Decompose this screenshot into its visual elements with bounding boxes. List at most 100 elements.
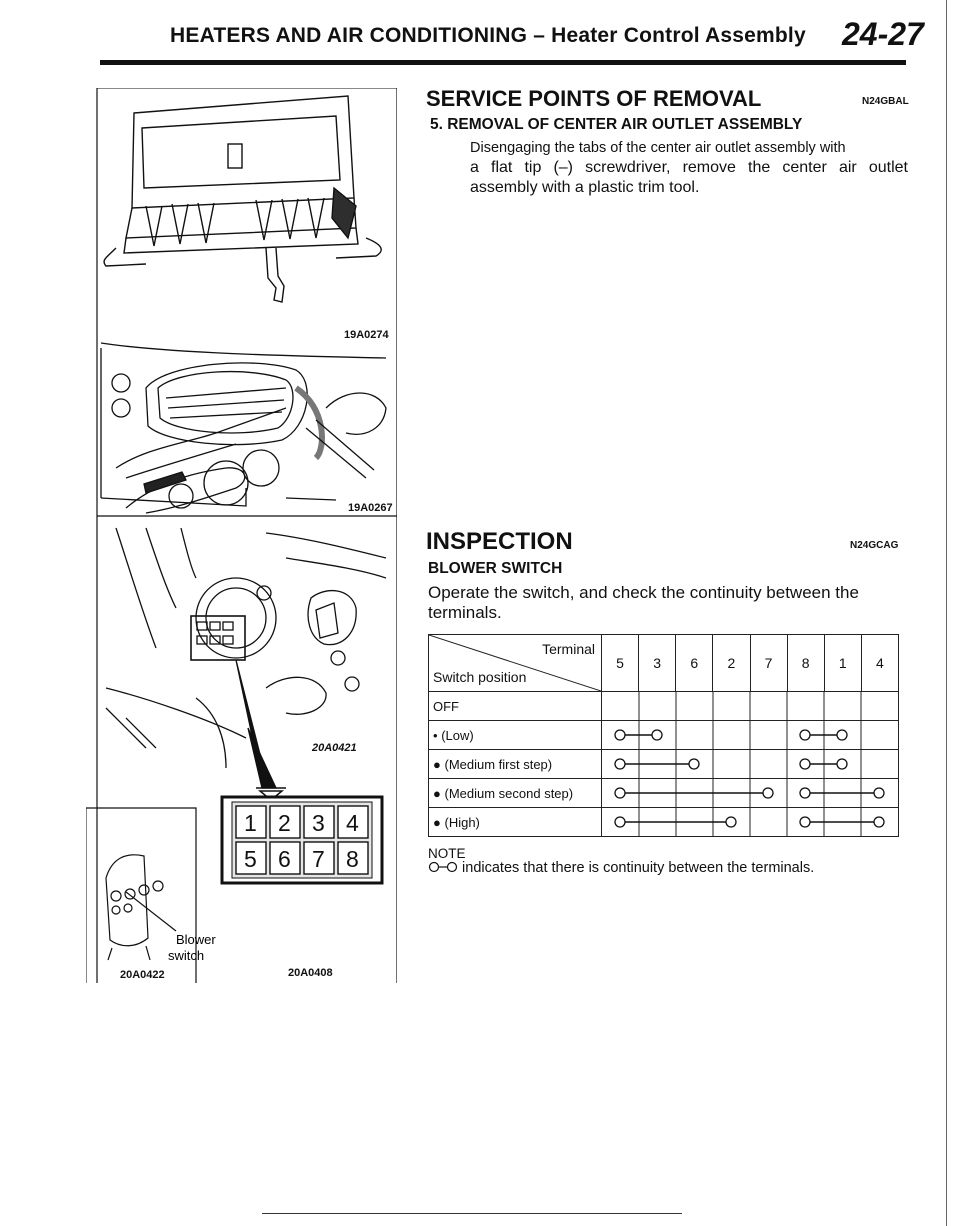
row-label: • (Low)	[428, 720, 602, 750]
continuity-cell	[601, 807, 899, 837]
removal-body-line1: Disengaging the tabs of the center air o…	[470, 140, 846, 156]
terminal-node	[614, 816, 626, 828]
row-label-text: (Medium first step)	[444, 756, 553, 772]
note-body: indicates that there is continuity betwe…	[428, 860, 814, 876]
key-terminal-2: 2	[278, 810, 291, 836]
terminal-header: 5	[600, 634, 640, 692]
fig-code-19A0274: 19A0274	[344, 329, 390, 341]
key-terminal-7: 7	[312, 846, 325, 872]
continuity-marks	[638, 692, 862, 720]
continuity-cell	[601, 749, 899, 779]
terminal-node	[651, 729, 663, 741]
terminal-node	[614, 729, 626, 741]
table-row: • (Low)	[428, 720, 899, 750]
terminal-node	[799, 758, 811, 770]
fig-code-20A0408: 20A0408	[288, 967, 333, 979]
title-rule	[100, 60, 906, 65]
page-title: HEATERS AND AIR CONDITIONING – Heater Co…	[170, 24, 806, 47]
removal-code: N24GBAL	[862, 96, 909, 107]
row-label: ● (Medium first step)	[428, 749, 602, 779]
row-label: ● (High)	[428, 807, 602, 837]
terminal-header: 6	[675, 634, 714, 692]
terminal-node	[688, 758, 700, 770]
terminal-node	[725, 816, 737, 828]
heater-control-assembly-illustration	[103, 95, 382, 303]
fig-code-19A0267: 19A0267	[348, 502, 393, 514]
blower-switch-connector-illustration	[105, 527, 387, 789]
terminal-node	[614, 758, 626, 770]
continuity-cell	[601, 720, 899, 750]
marker-dot: ●	[433, 756, 441, 772]
note-text: indicates that there is continuity betwe…	[462, 860, 815, 876]
blower-label-line1: Blower	[176, 932, 216, 947]
footer-rule	[262, 1213, 682, 1214]
table-corner-cell: Terminal Switch position	[428, 634, 602, 692]
terminal-node	[762, 787, 774, 799]
row-label-text: OFF	[433, 698, 459, 714]
blower-switch-heading: BLOWER SWITCH	[428, 560, 563, 577]
terminal-header: 1	[823, 634, 862, 692]
terminal-node	[836, 729, 848, 741]
removal-body-rest: a flat tip (–) screwdriver, remove the c…	[470, 159, 908, 196]
air-outlet-removal-illustration	[100, 342, 387, 514]
terminal-header: 8	[786, 634, 825, 692]
row-label: OFF	[428, 691, 602, 721]
terminal-header: 3	[638, 634, 677, 692]
inspection-code: N24GCAG	[850, 540, 899, 551]
removal-body: Disengaging the tabs of the center air o…	[470, 138, 908, 198]
row-label-text: (High)	[444, 814, 480, 830]
page-edge-line	[946, 0, 947, 1226]
table-row: OFF	[428, 691, 899, 721]
inspection-heading: INSPECTION	[426, 528, 573, 555]
row-label: ● (Medium second step)	[428, 778, 602, 808]
marker-dot: ●	[433, 785, 441, 801]
key-terminal-4: 4	[346, 810, 359, 836]
marker-dot: ●	[433, 814, 441, 830]
key-terminal-8: 8	[346, 846, 359, 872]
terminal-header: 7	[749, 634, 788, 692]
table-header-row: Terminal Switch position 5 3 6 2 7 8 1 4	[428, 634, 900, 692]
continuity-marks	[614, 779, 885, 807]
marker-dot-small: •	[433, 727, 438, 743]
figure-illustrations: 19A0274 19A0267	[86, 88, 397, 983]
inspection-body: Operate the switch, and check the contin…	[428, 583, 859, 622]
continuity-symbol-icon	[428, 861, 458, 873]
key-terminal-1: 1	[244, 810, 257, 836]
connector-terminal-key: 1 2 3 4 5 6 7 8	[220, 787, 384, 885]
key-terminal-5: 5	[244, 846, 257, 872]
blower-switch-location-illustration	[86, 807, 197, 983]
switch-position-axis-label: Switch position	[433, 669, 527, 685]
continuity-cell	[601, 778, 899, 808]
terminal-node	[873, 787, 885, 799]
continuity-marks	[614, 808, 885, 836]
fig-code-20A0421: 20A0421	[311, 742, 357, 754]
continuity-table: Terminal Switch position 5 3 6 2 7 8 1 4…	[428, 634, 900, 837]
removal-step-heading: 5. REMOVAL OF CENTER AIR OUTLET ASSEMBLY	[430, 116, 803, 133]
fig-code-20A0422: 20A0422	[120, 969, 165, 981]
terminal-header: 4	[860, 634, 900, 692]
corner-diagonal	[429, 635, 601, 691]
note-label: NOTE	[428, 846, 466, 861]
removal-heading: SERVICE POINTS OF REMOVAL	[426, 86, 762, 111]
page-number: 24-27	[842, 16, 924, 52]
table-row: ● (High)	[428, 807, 899, 837]
key-terminal-3: 3	[312, 810, 325, 836]
terminal-node	[873, 816, 885, 828]
terminal-node	[614, 787, 626, 799]
table-row: ● (Medium second step)	[428, 778, 899, 808]
blower-label-line2: switch	[168, 948, 204, 963]
terminal-axis-label: Terminal	[542, 641, 595, 657]
key-terminal-6: 6	[278, 846, 291, 872]
table-row: ● (Medium first step)	[428, 749, 899, 779]
terminal-node	[799, 729, 811, 741]
terminal-header: 2	[712, 634, 751, 692]
row-label-text: (Low)	[441, 727, 474, 743]
continuity-marks	[614, 721, 862, 749]
terminal-node	[799, 816, 811, 828]
continuity-marks	[614, 750, 862, 778]
continuity-cell	[601, 691, 899, 721]
figure-column: 19A0274 19A0267	[86, 88, 397, 983]
row-label-text: (Medium second step)	[444, 785, 574, 801]
terminal-node	[836, 758, 848, 770]
terminal-node	[799, 787, 811, 799]
